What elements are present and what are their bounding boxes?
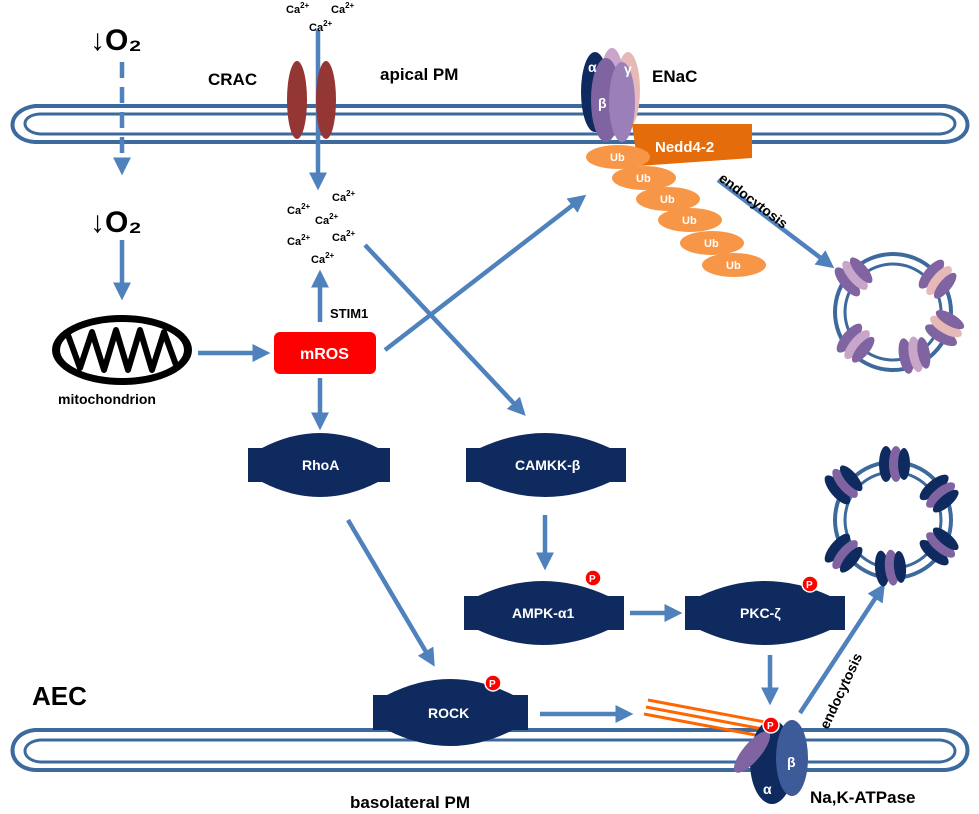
endocytosis-label-bottom: endocytosis [816,650,865,731]
nak-alpha-label: α [763,781,772,797]
nedd4-2-block [632,124,752,166]
rock-label: ROCK [428,705,469,721]
phospho-badge [762,716,780,734]
rhoa-to-rock-arrow [346,518,435,667]
o2-label-top: ↓O₂ [90,24,142,57]
ca-ion: Ca2+ [286,1,310,16]
ca-ion: Ca2+ [331,1,355,16]
ca-ion: Ca2+ [332,189,356,204]
ubiquitin-chain: Ub Ub Ub Ub Ub Ub [586,145,766,277]
phospho-badge [801,575,819,593]
aec-label: AEC [32,681,87,711]
calcium-ions: Ca2+ Ca2+ Ca2+ Ca2+ Ca2+ Ca2+ Ca2+ Ca2+ … [286,1,356,266]
mros-box [274,332,376,374]
crac-label: CRAC [208,70,257,89]
ca-ion: Ca2+ [311,251,335,266]
ubiquitin: Ub [636,187,700,211]
enac-alpha-label: α [588,59,597,75]
nak-vesicle [824,446,959,587]
nedd4-2-label: Nedd4-2 [655,139,714,156]
phospho-label: P [806,580,813,591]
phospho-badge [484,674,502,692]
rock-node: ROCK P [373,674,528,746]
mros-to-enac-arrow [383,194,587,352]
enac-vesicle [833,252,965,374]
phospho-label: P [767,721,774,732]
ca-ion: Ca2+ [309,19,333,34]
mitochondrion-label: mitochondrion [58,391,156,407]
pkc-zeta-node: PKC-ζ P [685,575,845,645]
basolateral-membrane [10,728,970,772]
phospho-label: P [589,574,596,585]
enac-label: ENaC [652,67,697,86]
ampk-alpha1-node: AMPK-α1 P [464,569,624,645]
ca-to-camkk-arrow [363,243,526,416]
endocytosis-label-top: endocytosis [716,170,791,232]
nak-beta-label: β [787,754,796,770]
ca-ion: Ca2+ [332,229,356,244]
ampk-alpha1-label: AMPK-α1 [512,605,574,621]
rhoa-label: RhoA [302,457,339,473]
ubiquitin: Ub [680,231,744,255]
apical-membrane [10,104,970,144]
camkk-beta-node: CAMKK-β [466,433,626,497]
svg-text:Ub: Ub [726,260,741,272]
ca-ion: Ca2+ [315,212,339,227]
stim1-label: STIM1 [330,306,368,321]
o2-label-mid: ↓O₂ [90,206,142,239]
mros-label: mROS [300,346,349,363]
crac-channel [287,61,336,139]
ubiquitin: Ub [586,145,650,169]
camkk-beta-label: CAMKK-β [515,457,581,473]
svg-text:Ub: Ub [704,238,719,250]
svg-text:Ub: Ub [660,194,675,206]
rhoa-node: RhoA [248,433,390,497]
svg-text:Ub: Ub [610,152,625,164]
enac-gamma-label: γ [624,61,632,77]
nak-beta-subunit [776,720,808,796]
phospho-badge [584,569,602,587]
na-k-atpase: P [733,716,808,804]
enac-endocytosis-arrow [716,178,835,269]
actin-filaments [643,698,766,738]
svg-text:Ub: Ub [682,215,697,227]
ubiquitin: Ub [612,166,676,190]
phospho-label: P [489,679,496,690]
pkc-zeta-label: PKC-ζ [740,605,781,621]
enac-channel [581,48,640,142]
ubiquitin: Ub [702,253,766,277]
enac-beta-label: β [598,95,607,111]
svg-text:Ub: Ub [636,173,651,185]
basolateral-pm-label: basolateral PM [350,793,470,812]
apical-pm-label: apical PM [380,65,458,84]
na-k-atpase-label: Na,K-ATPase [810,788,916,807]
ca-ion: Ca2+ [287,233,311,248]
mitochondrion [52,315,192,385]
ca-ion: Ca2+ [287,202,311,217]
nak-endocytosis-arrow [798,583,885,715]
ubiquitin: Ub [658,208,722,232]
